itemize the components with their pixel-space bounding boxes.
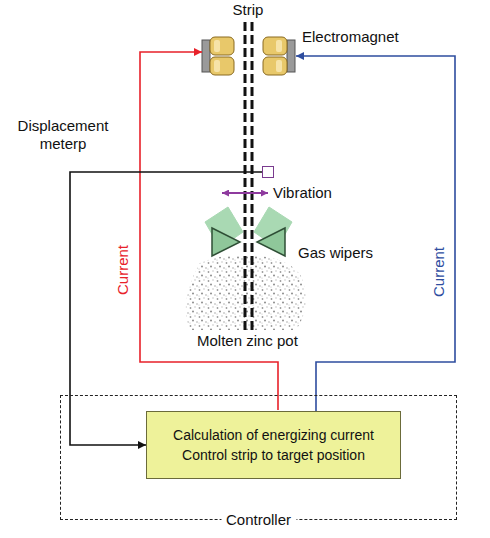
strip bbox=[245, 22, 252, 330]
electromagnet-right bbox=[263, 37, 295, 75]
magnet-plate bbox=[202, 40, 210, 72]
controller-box: ControllerCalculation of energizing curr… bbox=[60, 395, 457, 520]
magnet-coil bbox=[263, 37, 287, 55]
coil-shine bbox=[214, 60, 220, 72]
wiper-nozzle bbox=[212, 228, 240, 256]
current-wire bbox=[140, 52, 278, 410]
current-wire bbox=[296, 56, 455, 411]
displacement-meter-text: Displacement meterp bbox=[4, 117, 122, 153]
electromagnet-left bbox=[202, 37, 234, 75]
signal-wire bbox=[70, 172, 262, 445]
process-box-text: Calculation of energizing current Contro… bbox=[153, 425, 394, 466]
displacement-meter: Displacement meterp bbox=[262, 166, 274, 178]
wiper-label: Gas wipers bbox=[298, 244, 373, 262]
vibration-arrow bbox=[222, 192, 268, 194]
current-label: Current bbox=[430, 247, 448, 297]
zinc-pot bbox=[186, 255, 306, 330]
magnet-coil bbox=[210, 37, 234, 55]
strip-edge bbox=[244, 22, 247, 330]
coil-shine bbox=[276, 40, 282, 52]
current-label: Current bbox=[114, 245, 132, 295]
magnet-coil bbox=[263, 57, 287, 75]
strip-edge bbox=[251, 22, 254, 330]
electromagnet-text: Electromagnet bbox=[302, 28, 399, 46]
electromagnet: Electromagnet bbox=[262, 36, 296, 76]
process-box: Calculation of energizing current Contro… bbox=[146, 411, 401, 479]
gas-wiper-left bbox=[205, 207, 243, 256]
coil-shine bbox=[276, 60, 282, 72]
coil-shine bbox=[214, 40, 220, 52]
magnet-plate bbox=[287, 40, 295, 72]
gas-wiper-right bbox=[254, 207, 292, 256]
pot-label: Molten zinc pot bbox=[197, 332, 298, 350]
strip-label: Strip bbox=[233, 1, 264, 19]
magnet-coil bbox=[210, 57, 234, 75]
controller-box-text: Controller bbox=[221, 511, 296, 529]
wiper-nozzle bbox=[257, 228, 285, 256]
vibration-label: Vibration bbox=[273, 184, 332, 202]
